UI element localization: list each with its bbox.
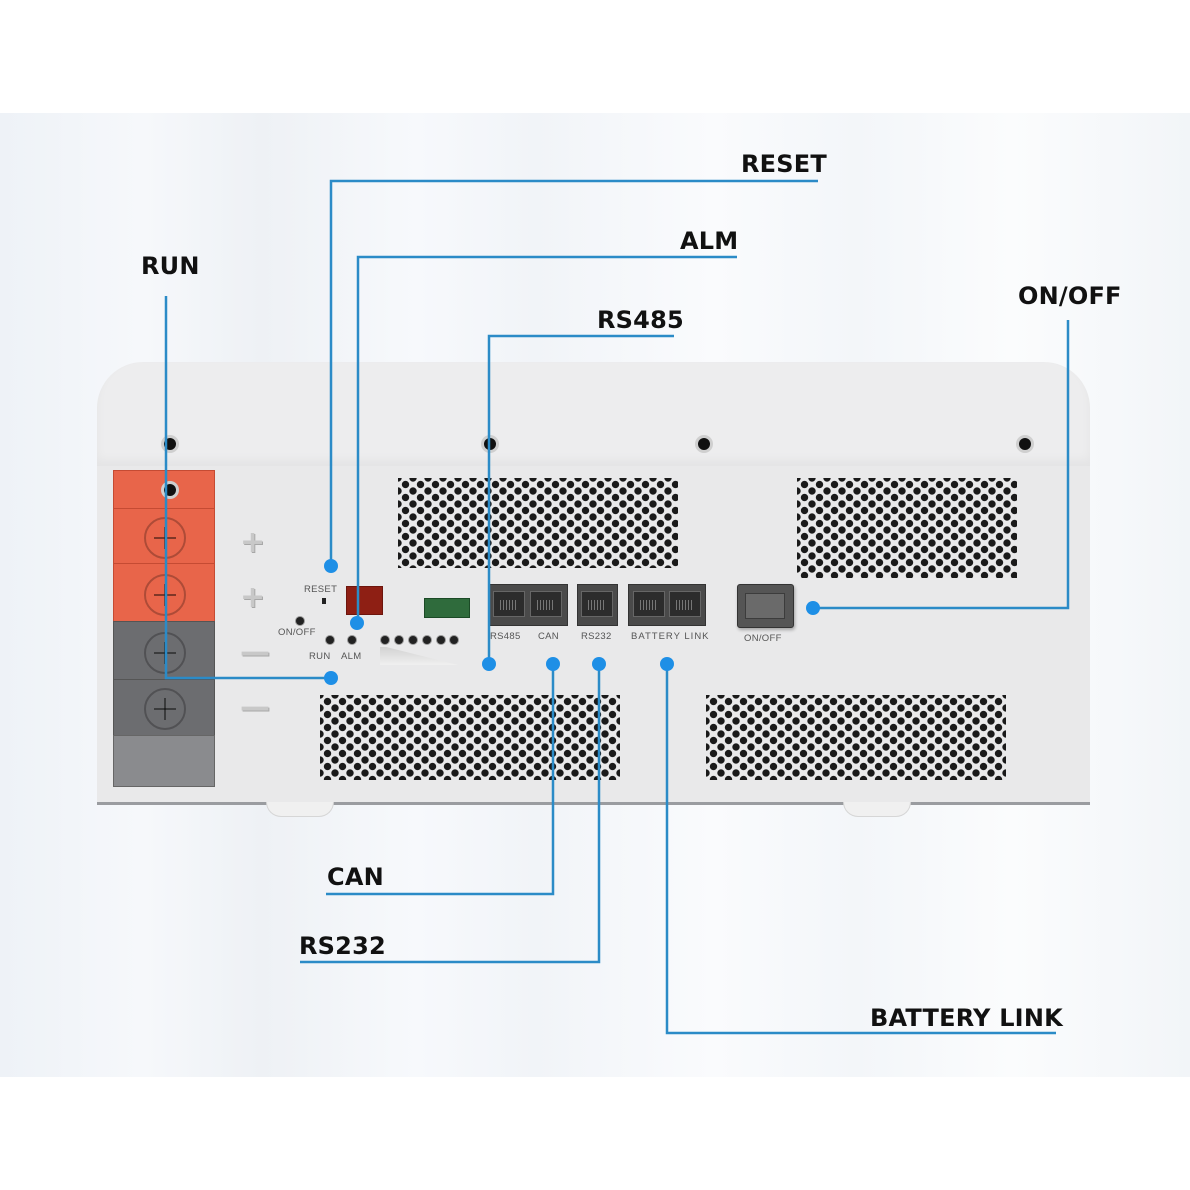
terminal-base — [113, 735, 215, 787]
rocker-switch-icon[interactable] — [737, 584, 794, 628]
alarm-dry-contact-connector[interactable] — [346, 586, 383, 615]
callout-label-on-off: ON/OFF — [1018, 282, 1122, 310]
positive-terminal-2[interactable] — [113, 563, 215, 623]
screw-icon — [698, 438, 710, 450]
callout-label-can: CAN — [327, 863, 384, 891]
device-top-cover — [97, 362, 1090, 468]
callout-label-battery-link: BATTERY LINK — [870, 1004, 1063, 1032]
green-terminal-connector[interactable] — [424, 598, 470, 618]
screw-icon — [484, 438, 496, 450]
can-port[interactable] — [530, 591, 562, 617]
battery-link-port-2[interactable] — [669, 591, 701, 617]
vent-grille-top-right — [797, 478, 1017, 578]
vent-grille-bottom-left — [320, 695, 620, 780]
battery-link-panel-label: BATTERY LINK — [631, 631, 710, 642]
terminal-sign-plus: + — [240, 525, 266, 560]
device-foot — [843, 802, 911, 817]
reset-button[interactable] — [322, 598, 326, 604]
run-led-icon — [326, 636, 334, 644]
screw-icon — [164, 438, 176, 450]
negative-terminal-2[interactable] — [113, 679, 215, 737]
alm-led-icon — [348, 636, 356, 644]
led-indicator-icon — [296, 617, 304, 625]
callout-label-reset: RESET — [741, 150, 827, 178]
callout-label-alm: ALM — [680, 227, 739, 255]
callout-label-rs232: RS232 — [299, 932, 386, 960]
soc-led-icon — [395, 636, 403, 644]
rs232-panel-label: RS232 — [581, 631, 612, 642]
switch-panel-label: ON/OFF — [744, 633, 782, 644]
rs485-port[interactable] — [493, 591, 525, 617]
terminal-sign-minus: — — [240, 635, 270, 670]
rs485-can-port-pair — [488, 584, 568, 626]
rs485-panel-label: RS485 — [490, 631, 521, 642]
battery-link-port-1[interactable] — [633, 591, 665, 617]
positive-terminal-1[interactable] — [113, 508, 215, 565]
soc-led-icon — [381, 636, 389, 644]
soc-led-icon — [423, 636, 431, 644]
soc-led-icon — [409, 636, 417, 644]
negative-terminal-1[interactable] — [113, 621, 215, 681]
screw-icon — [1019, 438, 1031, 450]
screw-icon — [164, 484, 176, 496]
reset-panel-label: RESET — [304, 584, 338, 595]
can-panel-label: CAN — [538, 631, 559, 642]
soc-led-icon — [450, 636, 458, 644]
callout-label-rs485: RS485 — [597, 306, 684, 334]
callout-label-run: RUN — [141, 252, 200, 280]
rs232-port[interactable] — [581, 591, 613, 617]
vent-grille-bottom-right — [706, 695, 1006, 780]
vent-grille-top-left — [398, 478, 678, 568]
alm-panel-label: ALM — [341, 651, 362, 662]
terminal-sign-plus: + — [240, 580, 266, 615]
battery-link-port-pair — [628, 584, 706, 626]
terminal-sign-minus: — — [240, 690, 270, 725]
rs232-port-housing — [577, 584, 618, 626]
soc-led-icon — [437, 636, 445, 644]
device-foot — [266, 802, 334, 817]
on-off-panel-label: ON/OFF — [278, 627, 316, 638]
run-panel-label: RUN — [309, 651, 331, 662]
